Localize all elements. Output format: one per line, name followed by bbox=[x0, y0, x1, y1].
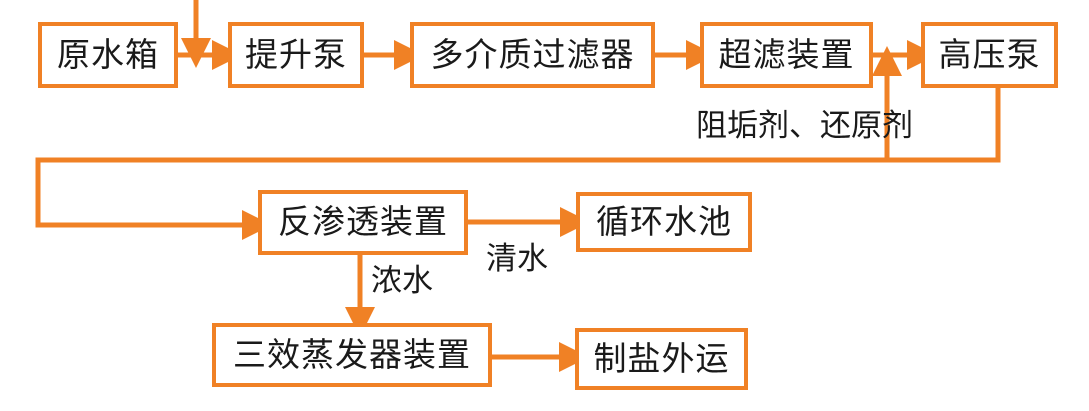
node-label: 制盐外运 bbox=[593, 339, 730, 377]
node-label: 原水箱 bbox=[57, 35, 159, 73]
node-reverse-osmosis-unit[interactable]: 反渗透装置 bbox=[258, 190, 468, 255]
node-salt-production-transport[interactable]: 制盐外运 bbox=[575, 328, 748, 390]
node-label: 多介质过滤器 bbox=[430, 35, 635, 73]
node-triple-effect-evaporator[interactable]: 三效蒸发器装置 bbox=[212, 323, 492, 387]
node-raw-water-tank[interactable]: 原水箱 bbox=[38, 22, 178, 88]
edge-label-clean-water: 清水 bbox=[486, 241, 548, 276]
edge-label-concentrate: 浓水 bbox=[371, 263, 433, 298]
node-circulating-water-pool[interactable]: 循环水池 bbox=[576, 192, 752, 252]
node-high-pressure-pump[interactable]: 高压泵 bbox=[921, 22, 1058, 88]
node-ultrafiltration-unit[interactable]: 超滤装置 bbox=[700, 22, 873, 88]
node-lift-pump[interactable]: 提升泵 bbox=[228, 22, 364, 88]
edge-hpp-to-ro bbox=[35, 88, 1001, 240]
node-multimedia-filter[interactable]: 多介质过滤器 bbox=[410, 22, 655, 88]
node-label: 三效蒸发器装置 bbox=[233, 335, 471, 373]
edge-label-dosing: 阻垢剂、还原剂 bbox=[696, 108, 913, 143]
node-label: 提升泵 bbox=[245, 35, 347, 73]
node-label: 高压泵 bbox=[938, 35, 1041, 73]
node-label: 反渗透装置 bbox=[278, 203, 448, 240]
node-label: 超滤装置 bbox=[718, 35, 855, 73]
node-label: 循环水池 bbox=[596, 202, 732, 240]
